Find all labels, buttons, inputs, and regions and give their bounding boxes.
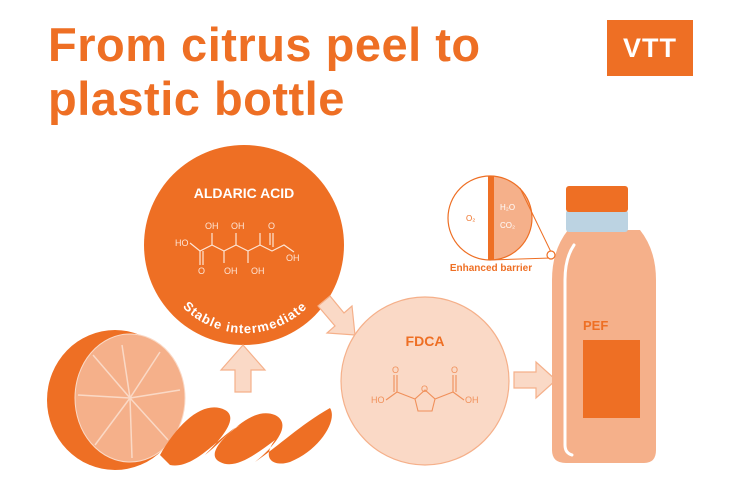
title-line-1: From citrus peel to (48, 18, 481, 71)
atom: OH (286, 253, 300, 263)
vtt-logo: VTT (607, 20, 693, 76)
arrow-right-icon (513, 360, 557, 400)
atom: OH (205, 221, 219, 231)
fdca-label: FDCA (406, 333, 445, 349)
aldaric-acid-circle: ALDARIC ACID HO OH OH O O OH OH OH Stabl… (144, 145, 344, 345)
h2o-label: H₂O (500, 203, 515, 212)
co2-label: CO₂ (500, 221, 515, 230)
atom: O (421, 384, 428, 394)
barrier-inset: O₂ H₂O CO₂ Enhanced barrier (447, 175, 556, 274)
atom: O (198, 266, 205, 276)
atom: HO (371, 395, 385, 405)
pef-label: PEF (583, 318, 608, 333)
peel-spiral-icon (160, 407, 332, 466)
atom: OH (465, 395, 479, 405)
atom: OH (231, 221, 245, 231)
atom: OH (251, 266, 265, 276)
atom: O (268, 221, 275, 231)
bottle-label (583, 340, 640, 418)
bottle-neck (566, 210, 628, 232)
arrow-diagonal-icon (317, 295, 356, 336)
atom: OH (224, 266, 238, 276)
barrier-caption: Enhanced barrier (450, 263, 532, 274)
atom: HO (175, 238, 189, 248)
atom: O (451, 365, 458, 375)
pef-bottle: PEF (552, 186, 656, 463)
aldaric-structure (189, 233, 295, 265)
page-title: From citrus peel to plastic bottle (48, 18, 481, 126)
orange-icon (47, 330, 186, 470)
fdca-circle: FDCA HO OH O O O (340, 296, 510, 466)
title-line-2: plastic bottle (48, 72, 345, 125)
atom: O (392, 365, 399, 375)
arrow-up-icon (219, 344, 267, 393)
o2-label: O₂ (466, 214, 475, 223)
bottle-cap (566, 186, 628, 212)
fdca-structure (385, 375, 465, 412)
aldaric-label: ALDARIC ACID (194, 185, 295, 201)
